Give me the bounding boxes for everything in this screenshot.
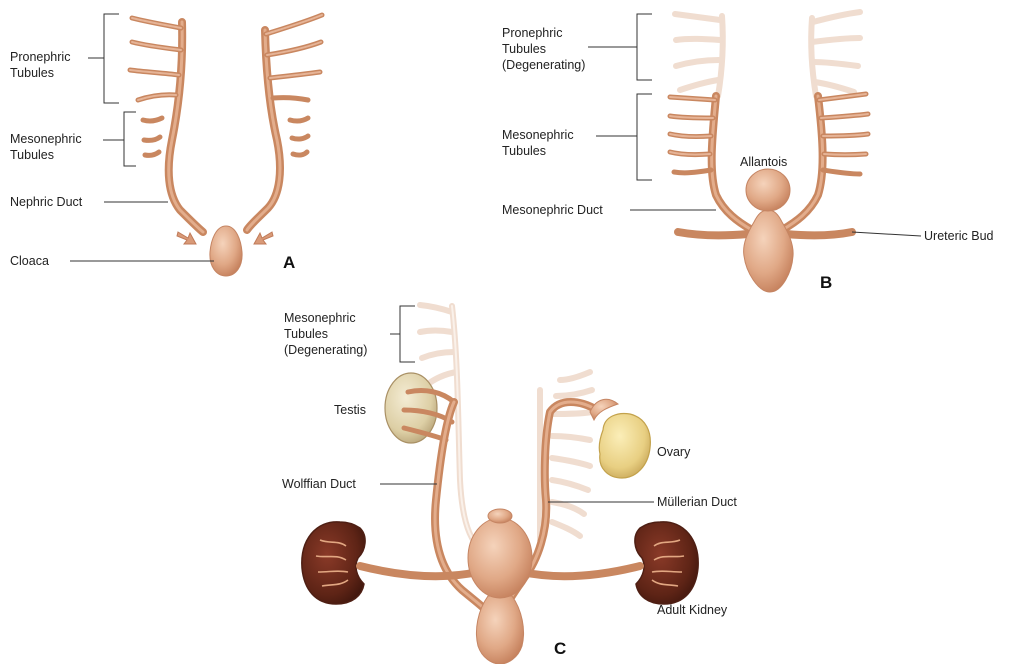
panel-c-right-kidney — [635, 522, 698, 604]
arrow-right-icon — [254, 232, 273, 244]
label-text: Tubules — [502, 144, 546, 158]
panel-b: Pronephric Tubules (Degenerating) Mesone… — [502, 12, 994, 292]
panel-c-testis-label: Testis — [334, 403, 366, 417]
leader-line — [852, 232, 921, 236]
bracket — [588, 14, 652, 80]
panel-c-bladder — [468, 518, 532, 598]
panel-c-wolffian-label: Wolffian Duct — [282, 477, 437, 491]
bracket — [596, 94, 652, 180]
label-text: Mesonephric — [10, 132, 82, 146]
panel-c-ovary-label: Ovary — [657, 445, 691, 459]
panel-b-allantois-label: Allantois — [740, 155, 787, 169]
panel-b-letter: B — [820, 273, 832, 292]
panel-a-pronephric-label: Pronephric Tubules — [10, 14, 119, 103]
label-text: Cloaca — [10, 254, 49, 268]
panel-b-allantois — [746, 169, 790, 211]
panel-b-right-mesonephric-duct — [782, 94, 868, 230]
label-text: Mesonephric — [284, 311, 356, 325]
panel-a-left-nephric-duct — [130, 18, 203, 232]
panel-c-adult-kidney-label: Adult Kidney — [657, 603, 728, 617]
label-text: Tubules — [284, 327, 328, 341]
label-text: Müllerian Duct — [657, 495, 737, 509]
panel-a-nephric-duct-label: Nephric Duct — [10, 195, 168, 209]
panel-b-cloaca-body — [744, 210, 794, 292]
panel-a: Pronephric Tubules Mesonephric Tubules N… — [10, 14, 322, 276]
panel-c-ovary — [599, 414, 650, 478]
panel-a-right-mesonephric-tubules — [290, 118, 308, 155]
label-text: Tubules — [10, 66, 54, 80]
panel-b-degenerating-pronephric-tubules — [675, 12, 860, 96]
label-text: Pronephric — [10, 50, 70, 64]
panel-a-left-mesonephric-tubules — [143, 118, 162, 155]
panel-c-urachus — [488, 509, 512, 523]
panel-b-pronephric-label: Pronephric Tubules (Degenerating) — [502, 14, 652, 80]
label-text: Tubules — [10, 148, 54, 162]
panel-c-letter: C — [554, 639, 566, 658]
label-text: Tubules — [502, 42, 546, 56]
label-text: (Degenerating) — [502, 58, 585, 72]
panel-a-letter: A — [283, 253, 295, 272]
label-text: Ureteric Bud — [924, 229, 994, 243]
panel-b-left-ureteric-bud — [678, 232, 748, 235]
bracket — [103, 112, 136, 166]
panel-b-mesonephric-label: Mesonephric Tubules — [502, 94, 652, 180]
panel-c-urogenital-sinus — [476, 596, 523, 664]
panel-a-cloaca — [210, 226, 242, 276]
panel-c-left-ureter — [360, 566, 478, 576]
panel-a-cloaca-label: Cloaca — [10, 254, 214, 268]
panel-a-right-nephric-duct — [247, 15, 322, 230]
panel-b-right-ureteric-bud — [786, 232, 852, 235]
label-text: Mesonephric Duct — [502, 203, 603, 217]
label-text: (Degenerating) — [284, 343, 367, 357]
label-text: Nephric Duct — [10, 195, 83, 209]
panel-c-right-ureter — [522, 566, 640, 576]
panel-c: Mesonephric Tubules (Degenerating) Testi… — [282, 305, 737, 664]
label-text: Mesonephric — [502, 128, 574, 142]
bracket — [390, 306, 415, 362]
bracket — [88, 14, 119, 103]
panel-a-mesonephric-label: Mesonephric Tubules — [10, 112, 136, 166]
panel-c-mesonephric-label: Mesonephric Tubules (Degenerating) — [284, 306, 415, 362]
label-text: Wolffian Duct — [282, 477, 356, 491]
arrow-left-icon — [177, 232, 196, 244]
panel-c-left-kidney — [302, 522, 365, 604]
panel-b-mesonephric-duct-label: Mesonephric Duct — [502, 203, 716, 217]
panel-b-ureteric-bud-label: Ureteric Bud — [852, 229, 994, 243]
label-text: Pronephric — [502, 26, 562, 40]
